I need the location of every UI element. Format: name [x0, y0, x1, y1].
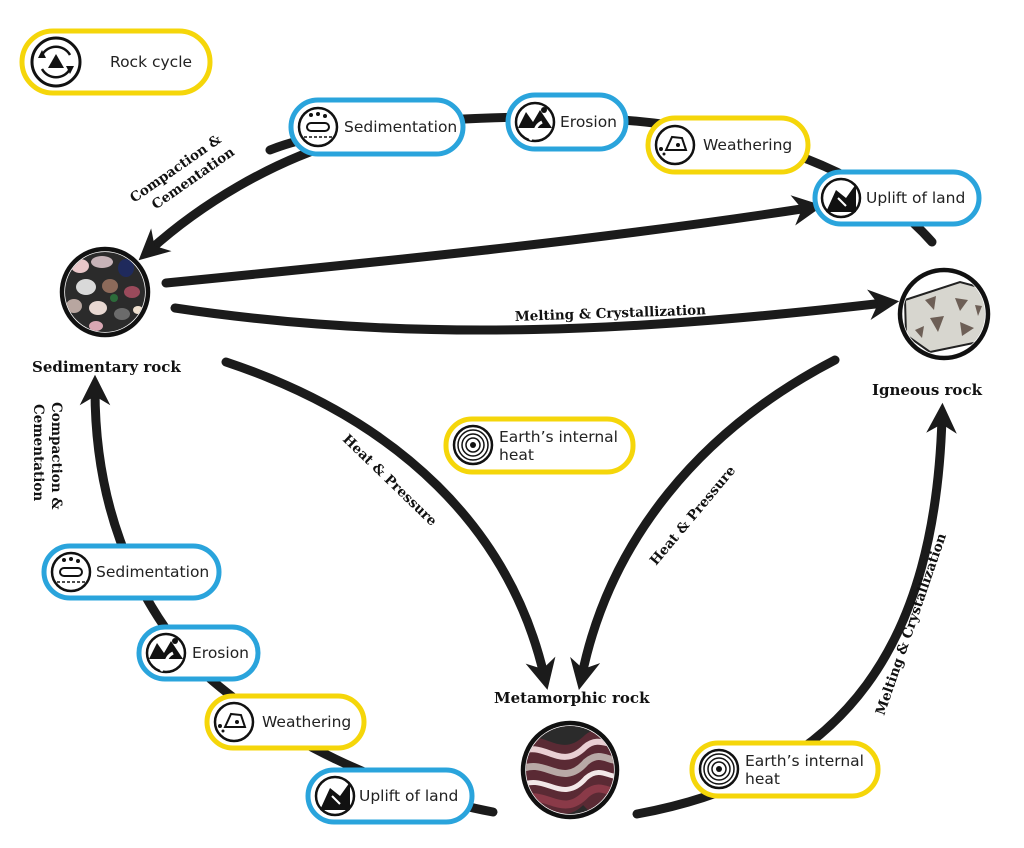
compaction-left-line1: Compaction & — [48, 402, 64, 510]
left-uplift-label: Uplift of land — [359, 787, 458, 805]
arrow-heat-pressure-right — [570, 355, 840, 690]
label-compaction-left: Compaction & Cementation — [30, 402, 64, 510]
label-heat-pressure-right: Heat & Pressure — [647, 463, 739, 569]
arrow-heat-pressure-left — [221, 357, 556, 690]
sedimentary-rock-icon — [65, 252, 145, 332]
top-erosion-pill: Erosion — [505, 92, 629, 152]
internal-heat-icon — [452, 424, 494, 466]
label-melting-right: Melting & Crystallization — [873, 531, 950, 717]
left-erosion-pill: Erosion — [136, 624, 261, 682]
top-weathering-pill: Weathering — [645, 115, 811, 175]
metamorphic-rock-label: Metamorphic rock — [494, 689, 650, 707]
left-sedimentation-label: Sedimentation — [96, 563, 209, 581]
left-weathering-pill: Weathering — [204, 693, 367, 751]
metamorphic-rock-node: Metamorphic rock — [494, 689, 650, 820]
sedimentary-rock-node: Sedimentary rock — [32, 246, 181, 376]
top-erosion-label: Erosion — [560, 113, 617, 131]
sedimentary-rock-label: Sedimentary rock — [32, 358, 181, 376]
heat-pressure-right-text: Heat & Pressure — [647, 463, 739, 569]
left-weathering-label: Weathering — [262, 713, 351, 731]
internal-heat-bottom-line1: Earth’s internal — [745, 752, 864, 770]
top-sedimentation-pill: Sedimentation — [288, 97, 466, 157]
top-weathering-label: Weathering — [703, 136, 792, 154]
arrow-melting-top — [170, 289, 900, 335]
legend-rock-cycle: Rock cycle — [19, 28, 213, 96]
arrow-sed-to-uplift — [161, 195, 824, 288]
left-uplift-pill: Uplift of land — [305, 767, 475, 825]
label-melting-top: Melting & Crystallization — [515, 302, 707, 325]
igneous-rock-node: Igneous rock — [872, 267, 991, 399]
sedimentation-icon — [297, 106, 339, 148]
internal-heat-center-line1: Earth’s internal — [499, 428, 618, 446]
internal-heat-center-pill: Earth’s internal heat — [443, 416, 636, 475]
melting-right-text: Melting & Crystallization — [873, 531, 950, 717]
internal-heat-bottom-line2: heat — [745, 770, 780, 788]
top-sedimentation-label: Sedimentation — [344, 118, 457, 136]
rock-cycle-icon — [30, 36, 82, 88]
internal-heat-icon — [698, 748, 740, 790]
internal-heat-center-line2: heat — [499, 446, 534, 464]
label-compaction-top: Compaction & Cementation — [127, 132, 238, 213]
left-sedimentation-pill: Sedimentation — [41, 543, 222, 601]
legend-title: Rock cycle — [110, 53, 192, 71]
top-uplift-label: Uplift of land — [866, 189, 965, 207]
top-uplift-pill: Uplift of land — [812, 169, 982, 227]
compaction-left-line2: Cementation — [30, 404, 46, 501]
left-erosion-label: Erosion — [192, 644, 249, 662]
internal-heat-bottom-pill: Earth’s internal heat — [689, 740, 881, 799]
sedimentation-icon — [50, 551, 92, 593]
igneous-rock-label: Igneous rock — [872, 381, 983, 399]
igneous-rock-icon — [903, 273, 985, 355]
